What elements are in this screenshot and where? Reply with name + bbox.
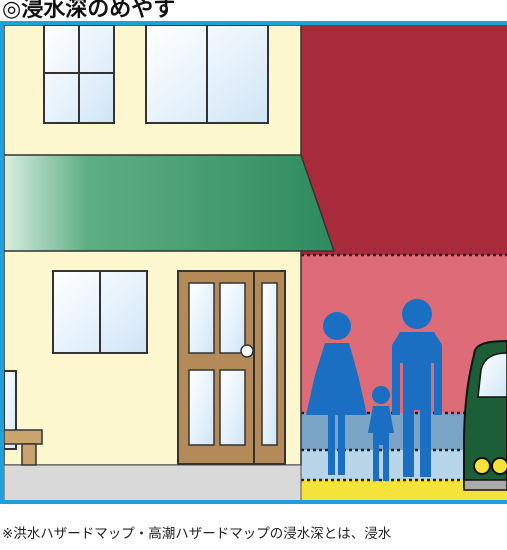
awning	[4, 155, 334, 251]
zone-upper	[301, 25, 507, 255]
figure-title: ◎浸水深のめやす	[2, 0, 175, 23]
woman-head	[323, 312, 351, 340]
sidewalk	[4, 465, 301, 504]
upper-window-left	[44, 25, 114, 123]
scene-svg	[4, 25, 507, 504]
lower-window	[53, 271, 147, 353]
child-head	[372, 386, 390, 404]
door-knob	[241, 345, 253, 357]
upper-window-right	[146, 25, 268, 123]
footnote: ※洪水ハザードマップ・高潮ハザードマップの浸水深とは、浸水	[2, 522, 391, 542]
headlight-1	[474, 458, 490, 474]
door	[178, 271, 285, 464]
headlight-2	[492, 458, 507, 474]
man-head	[402, 299, 432, 329]
inundation-depth-illustration	[0, 21, 507, 504]
